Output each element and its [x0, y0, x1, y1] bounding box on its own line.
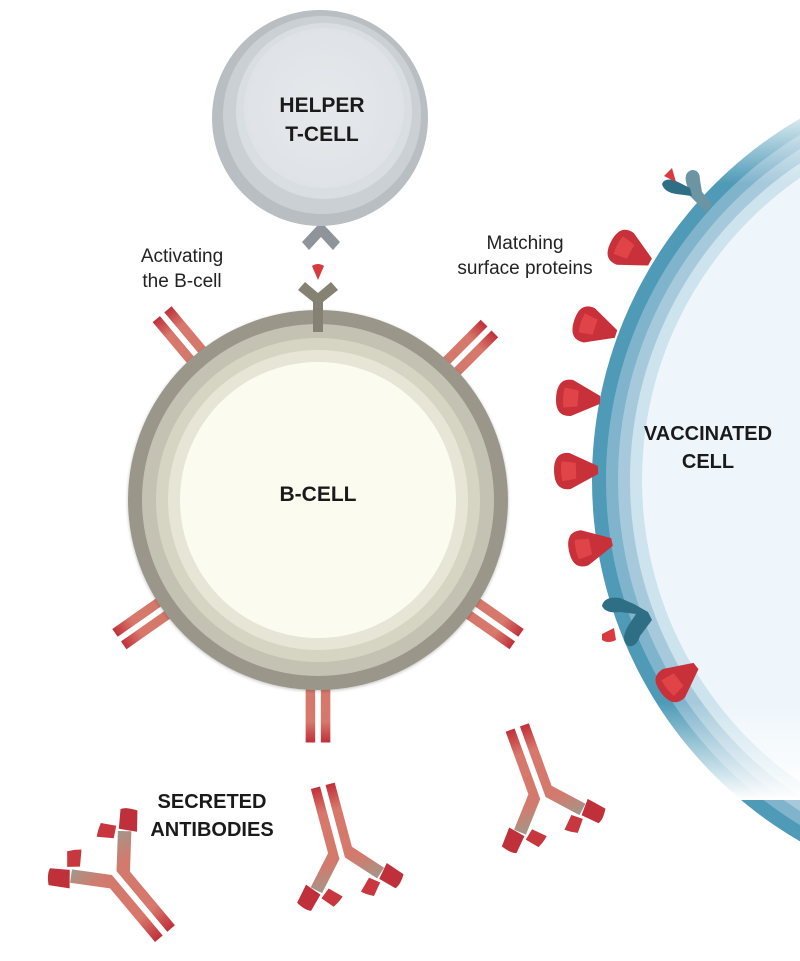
- activating-label-line-2: the B-cell: [142, 271, 221, 292]
- antibody-heavy-chain-left: [519, 723, 586, 816]
- antibody-tip-right: [525, 829, 547, 848]
- antibody-tip-right: [96, 822, 117, 839]
- antibody-light-chain-right: [297, 884, 321, 911]
- secreted-antibodies-label-line-2: ANTIBODIES: [150, 819, 273, 841]
- antibody-heavy-chain-right: [505, 728, 541, 835]
- secreted-antibody: [501, 723, 606, 854]
- antigen-spike: [607, 229, 652, 266]
- antibody-light-chain-left: [47, 868, 70, 889]
- surface-antigens: [554, 229, 699, 703]
- b-cell-receptor-stem: [298, 282, 338, 330]
- b-cell-label: B-CELL: [280, 483, 357, 506]
- antibody-heavy-chain-right: [116, 830, 175, 932]
- vaccinated-cell-label-line-1: VACCINATED: [644, 423, 772, 445]
- antigen-spike: [655, 662, 699, 703]
- helper-t-cell-label-line-1: HELPER: [279, 94, 364, 117]
- antibody-light-chain-left: [581, 798, 606, 824]
- antibody-heavy-chain-left: [70, 869, 163, 942]
- secreted-antibody: [297, 782, 404, 911]
- antibody-heavy-chain-left: [325, 782, 385, 879]
- antigen-spike: [568, 530, 613, 567]
- activation-signal-icon: [312, 264, 324, 280]
- antibody-tip-left: [67, 849, 82, 867]
- b-cell-core: [180, 362, 456, 638]
- antibody-light-chain-right: [118, 808, 138, 832]
- activating-label-line-1: Activating: [141, 246, 223, 267]
- secreted-antibodies-label-line-1: SECRETED: [158, 791, 267, 813]
- vaccinated-cell-receptor-bottom: [602, 597, 652, 647]
- b-cell: [128, 282, 508, 690]
- antigen-spike: [572, 306, 618, 343]
- antigen-spike: [554, 452, 599, 490]
- matching-label-line-2: surface proteins: [457, 258, 592, 279]
- antibody-heavy-chain-left: [112, 553, 188, 637]
- antigen-spike: [556, 379, 601, 417]
- antibody-light-chain-left: [379, 863, 404, 889]
- t-cell-core: [244, 28, 404, 188]
- antibody-tip-right: [321, 888, 343, 907]
- antibody-heavy-chain-right: [310, 786, 340, 894]
- secreted-antibodies: [47, 723, 606, 942]
- secreted-antibody: [47, 808, 175, 942]
- helper-t-cell: [212, 10, 428, 250]
- antibody-heavy-chain-right: [448, 553, 524, 637]
- antibody-tip-left: [360, 877, 381, 896]
- helper-t-cell-label-line-2: T-CELL: [285, 123, 359, 146]
- b-cell-receptor-base: [313, 310, 323, 332]
- vaccinated-cell-label-line-2: CELL: [682, 451, 734, 473]
- antibody-light-chain-right: [501, 827, 525, 854]
- antibody-tip-left: [564, 814, 583, 833]
- matching-label-line-1: Matching: [486, 233, 563, 254]
- vaccinated-cell-receptor-top: [662, 168, 712, 212]
